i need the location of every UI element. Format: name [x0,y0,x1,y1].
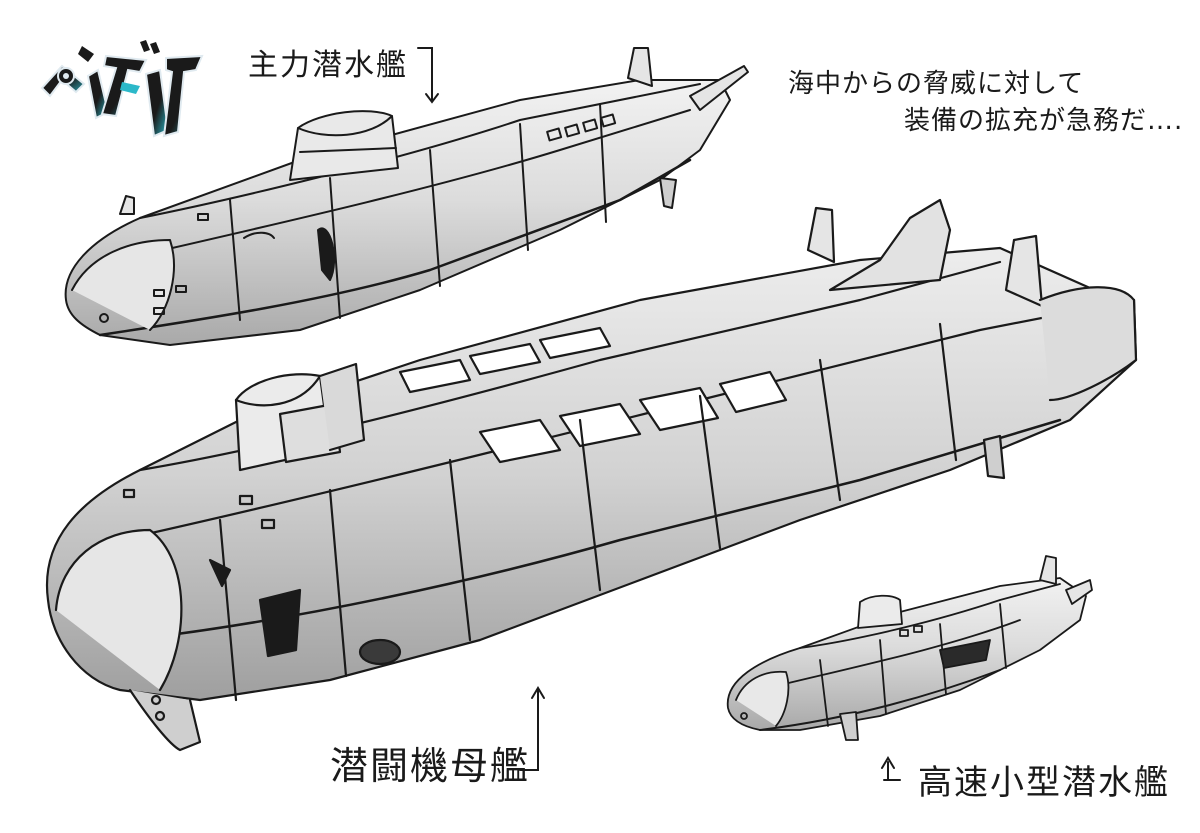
fast-submarine-drawing [726,555,1093,741]
note-line-1: 海中からの脅威に対して [788,69,1085,99]
label-carrier-submarine: 潜闘機母艦 [330,744,531,788]
pentagear-logo [40,40,204,138]
label-arrows [417,47,901,781]
label-main-submarine: 主力潜水艦 [248,48,408,83]
carrier-submarine-drawing [45,198,1138,752]
label-fast-submarine: 高速小型潜水艦 [918,763,1170,803]
note-line-2: 装備の拡充が急務だ…. [904,106,1184,136]
main-submarine-drawing [64,47,749,346]
